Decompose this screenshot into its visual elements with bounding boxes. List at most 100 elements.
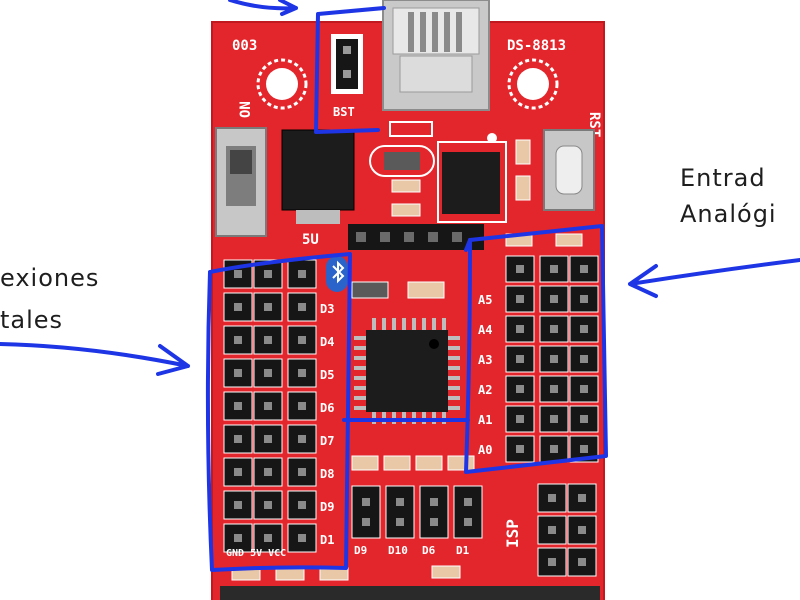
mcu-pin — [354, 406, 366, 410]
regulator-label: 5U — [302, 232, 319, 248]
analog-header-pin-contact — [516, 415, 524, 423]
digital-header-pin-contact — [298, 501, 306, 509]
smd-component — [515, 175, 531, 201]
digital-pin-label: D9 — [320, 500, 334, 514]
digital-header-pin — [253, 523, 283, 553]
analog-pin-label: A2 — [478, 383, 492, 397]
boot-jumper — [331, 34, 363, 94]
isp-header — [537, 483, 597, 577]
digital-header-pin-contact — [298, 402, 306, 410]
digital-header-pin — [287, 325, 317, 355]
analog-header-pin-contact — [516, 295, 524, 303]
reset-button[interactable] — [543, 129, 595, 211]
digital-header-pin-contact — [234, 369, 242, 377]
mcu-pin — [448, 406, 460, 410]
annotation-overlay — [0, 0, 800, 572]
analog-header-pin-contact — [516, 355, 524, 363]
bottom-header-pin-contact — [362, 498, 370, 506]
digital-pin-label: D5 — [320, 368, 334, 382]
analog-header-pin-contact — [580, 325, 588, 333]
digital-header-pin-contact — [264, 435, 272, 443]
digital-header-pin-contact — [234, 336, 242, 344]
digital-header-pin-contact — [234, 402, 242, 410]
voltage-regulator — [281, 129, 355, 224]
mcu-pin — [448, 356, 460, 360]
smd-component — [351, 281, 389, 299]
crystal-oscillator — [369, 145, 435, 177]
top-header-strip — [348, 224, 484, 250]
mcu-pin — [402, 318, 406, 330]
isp-header-pin-contact — [578, 526, 586, 534]
digital-header-pin — [223, 457, 253, 487]
boot-label: BST — [333, 105, 355, 119]
analog-header-pin-contact — [550, 445, 558, 453]
bottom-header-pin-contact — [430, 518, 438, 526]
mounting-hole-left — [256, 58, 308, 110]
mcu-pin — [354, 346, 366, 350]
bottom-pin-label: D9 — [354, 544, 367, 557]
analog-header-pin-contact — [516, 325, 524, 333]
usb-serial-chip — [437, 133, 507, 223]
digital-header-pin-contact — [264, 402, 272, 410]
analog-header-pin-contact — [580, 355, 588, 363]
power-switch[interactable] — [215, 127, 267, 237]
digital-pin-label: D4 — [320, 335, 334, 349]
board-model-label: DS-8813 — [507, 38, 566, 54]
bottom-header-pin-contact — [464, 518, 472, 526]
analog-header-pin-contact — [550, 265, 558, 273]
mounting-hole-right — [507, 58, 559, 110]
annotation-analog-line2: Analógi — [680, 200, 777, 228]
mcu-pin — [354, 336, 366, 340]
digital-header-pin-contact — [234, 534, 242, 542]
analog-header-pin-contact — [516, 385, 524, 393]
digital-header-pin-contact — [264, 336, 272, 344]
analog-pin-label: A4 — [478, 323, 492, 337]
bottom-header-pin-contact — [430, 498, 438, 506]
annotation-box-digital — [205, 252, 352, 572]
analog-pin-label: A0 — [478, 443, 492, 457]
bottom-header-pin — [419, 485, 449, 539]
mcu-pin — [448, 386, 460, 390]
mcu-pin — [354, 386, 366, 390]
isp-header-pin-contact — [548, 494, 556, 502]
annotation-box-boot — [314, 6, 386, 134]
mcu-pin — [448, 376, 460, 380]
digital-header-pin-contact — [234, 270, 242, 278]
digital-pin-label: D8 — [320, 467, 334, 481]
isp-header-pin-contact — [548, 526, 556, 534]
mcu-pin — [392, 318, 396, 330]
digital-header-pin-contact — [298, 270, 306, 278]
mcu-pin — [448, 336, 460, 340]
digital-header-pin-contact — [264, 501, 272, 509]
digital-pin-label: D1 — [320, 533, 334, 547]
power-pin-label: GND 5V VCC — [226, 548, 286, 559]
digital-header-pin-contact — [298, 336, 306, 344]
smd-component — [275, 567, 305, 581]
digital-header-pin-contact — [298, 303, 306, 311]
bottom-header-pin-contact — [396, 498, 404, 506]
smd-component — [407, 281, 445, 299]
smd-component — [389, 121, 433, 137]
digital-header-pin-contact — [234, 435, 242, 443]
annotation-digital-line1: exiones — [0, 264, 99, 292]
analog-header-pin — [569, 315, 599, 343]
on-label: ON — [238, 101, 254, 118]
digital-header-pin-contact — [298, 369, 306, 377]
digital-header-pin — [223, 391, 253, 421]
digital-header-pin-contact — [264, 534, 272, 542]
annotation-analog-line1: Entrad — [680, 164, 766, 192]
digital-header-group — [223, 259, 317, 553]
analog-header-pin-contact — [516, 445, 524, 453]
annotation-line-mcu — [342, 238, 472, 422]
annotation-arrow-analog — [628, 258, 800, 298]
smd-component — [391, 179, 421, 193]
bottom-header-pin — [385, 485, 415, 539]
digital-header-pin-contact — [264, 369, 272, 377]
bottom-header-pin-contact — [464, 498, 472, 506]
isp-header-pin-contact — [548, 558, 556, 566]
bottom-header-pin-contact — [396, 518, 404, 526]
mcu-pin — [382, 318, 386, 330]
analog-header-pin-contact — [580, 295, 588, 303]
